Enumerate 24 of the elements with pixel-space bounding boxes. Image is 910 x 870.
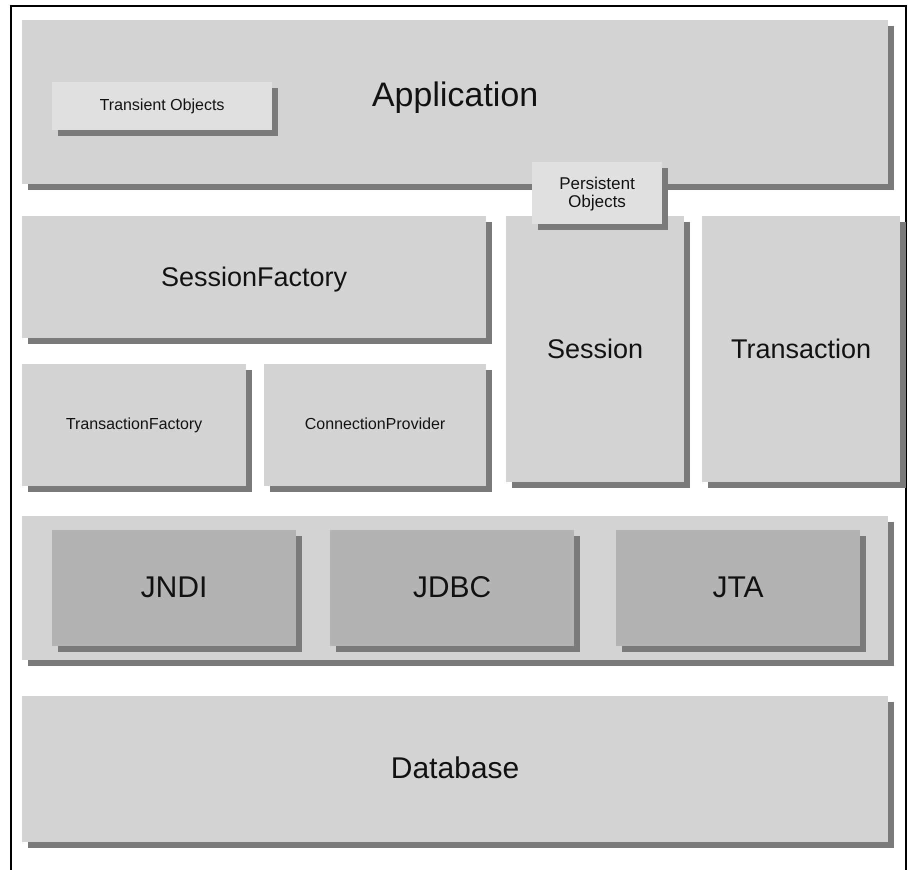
component-box	[532, 162, 662, 224]
component-label: JDBC	[412, 572, 492, 604]
component-box	[264, 364, 486, 486]
component-label: SessionFactory	[160, 262, 348, 292]
component-label: JNDI	[140, 572, 208, 604]
component-label: TransactionFactory	[66, 416, 202, 434]
panel-box	[22, 516, 888, 660]
component-label: Persistent Objects	[558, 175, 636, 211]
component-box	[22, 696, 888, 842]
component-label: Session	[546, 334, 644, 364]
component-box	[52, 82, 272, 130]
component-label: Transaction	[730, 334, 872, 364]
component-box	[22, 216, 486, 338]
component-box	[52, 530, 296, 646]
component-box	[616, 530, 860, 646]
component-label: ConnectionProvider	[304, 416, 446, 434]
component-box	[22, 364, 246, 486]
component-box	[506, 216, 684, 482]
component-label: Transient Objects	[100, 98, 224, 114]
component-label: Database	[390, 753, 520, 785]
component-label: Application	[372, 78, 538, 114]
component-label: JTA	[712, 572, 764, 604]
component-box	[702, 216, 900, 482]
component-box	[330, 530, 574, 646]
